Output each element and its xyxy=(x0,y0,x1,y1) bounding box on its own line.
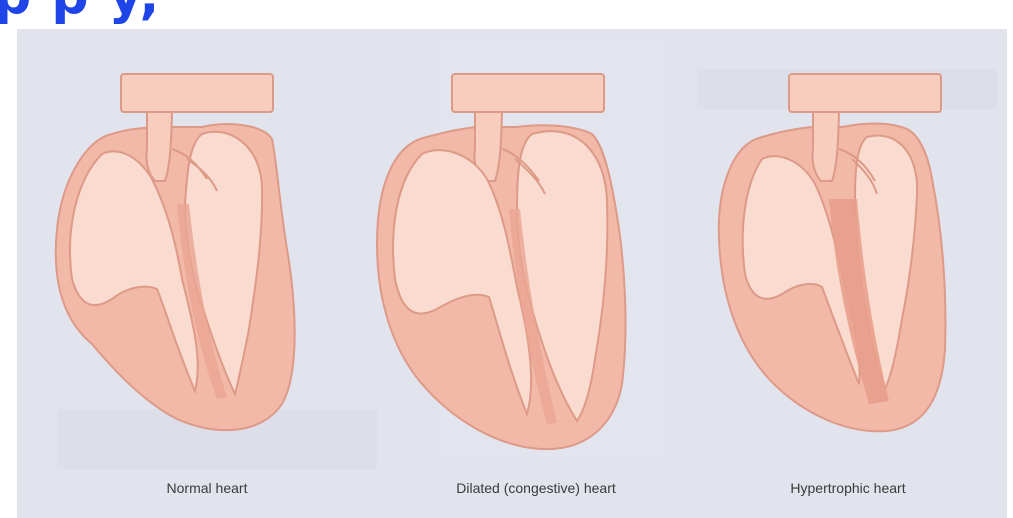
hypertrophic-heart-aorta xyxy=(789,74,941,112)
clipped-heading: p p y, xyxy=(0,0,160,22)
hypertrophic-heart-trunk xyxy=(812,112,839,181)
dilated-heart-aorta xyxy=(452,74,604,112)
normal-heart-aorta xyxy=(121,74,273,112)
caption-dilated-heart: Dilated (congestive) heart xyxy=(456,480,616,496)
normal-heart-trunk xyxy=(146,112,172,181)
heart-comparison-illustration xyxy=(17,29,1007,518)
caption-hypertrophic-heart: Hypertrophic heart xyxy=(790,480,905,496)
caption-normal-heart: Normal heart xyxy=(167,480,248,496)
